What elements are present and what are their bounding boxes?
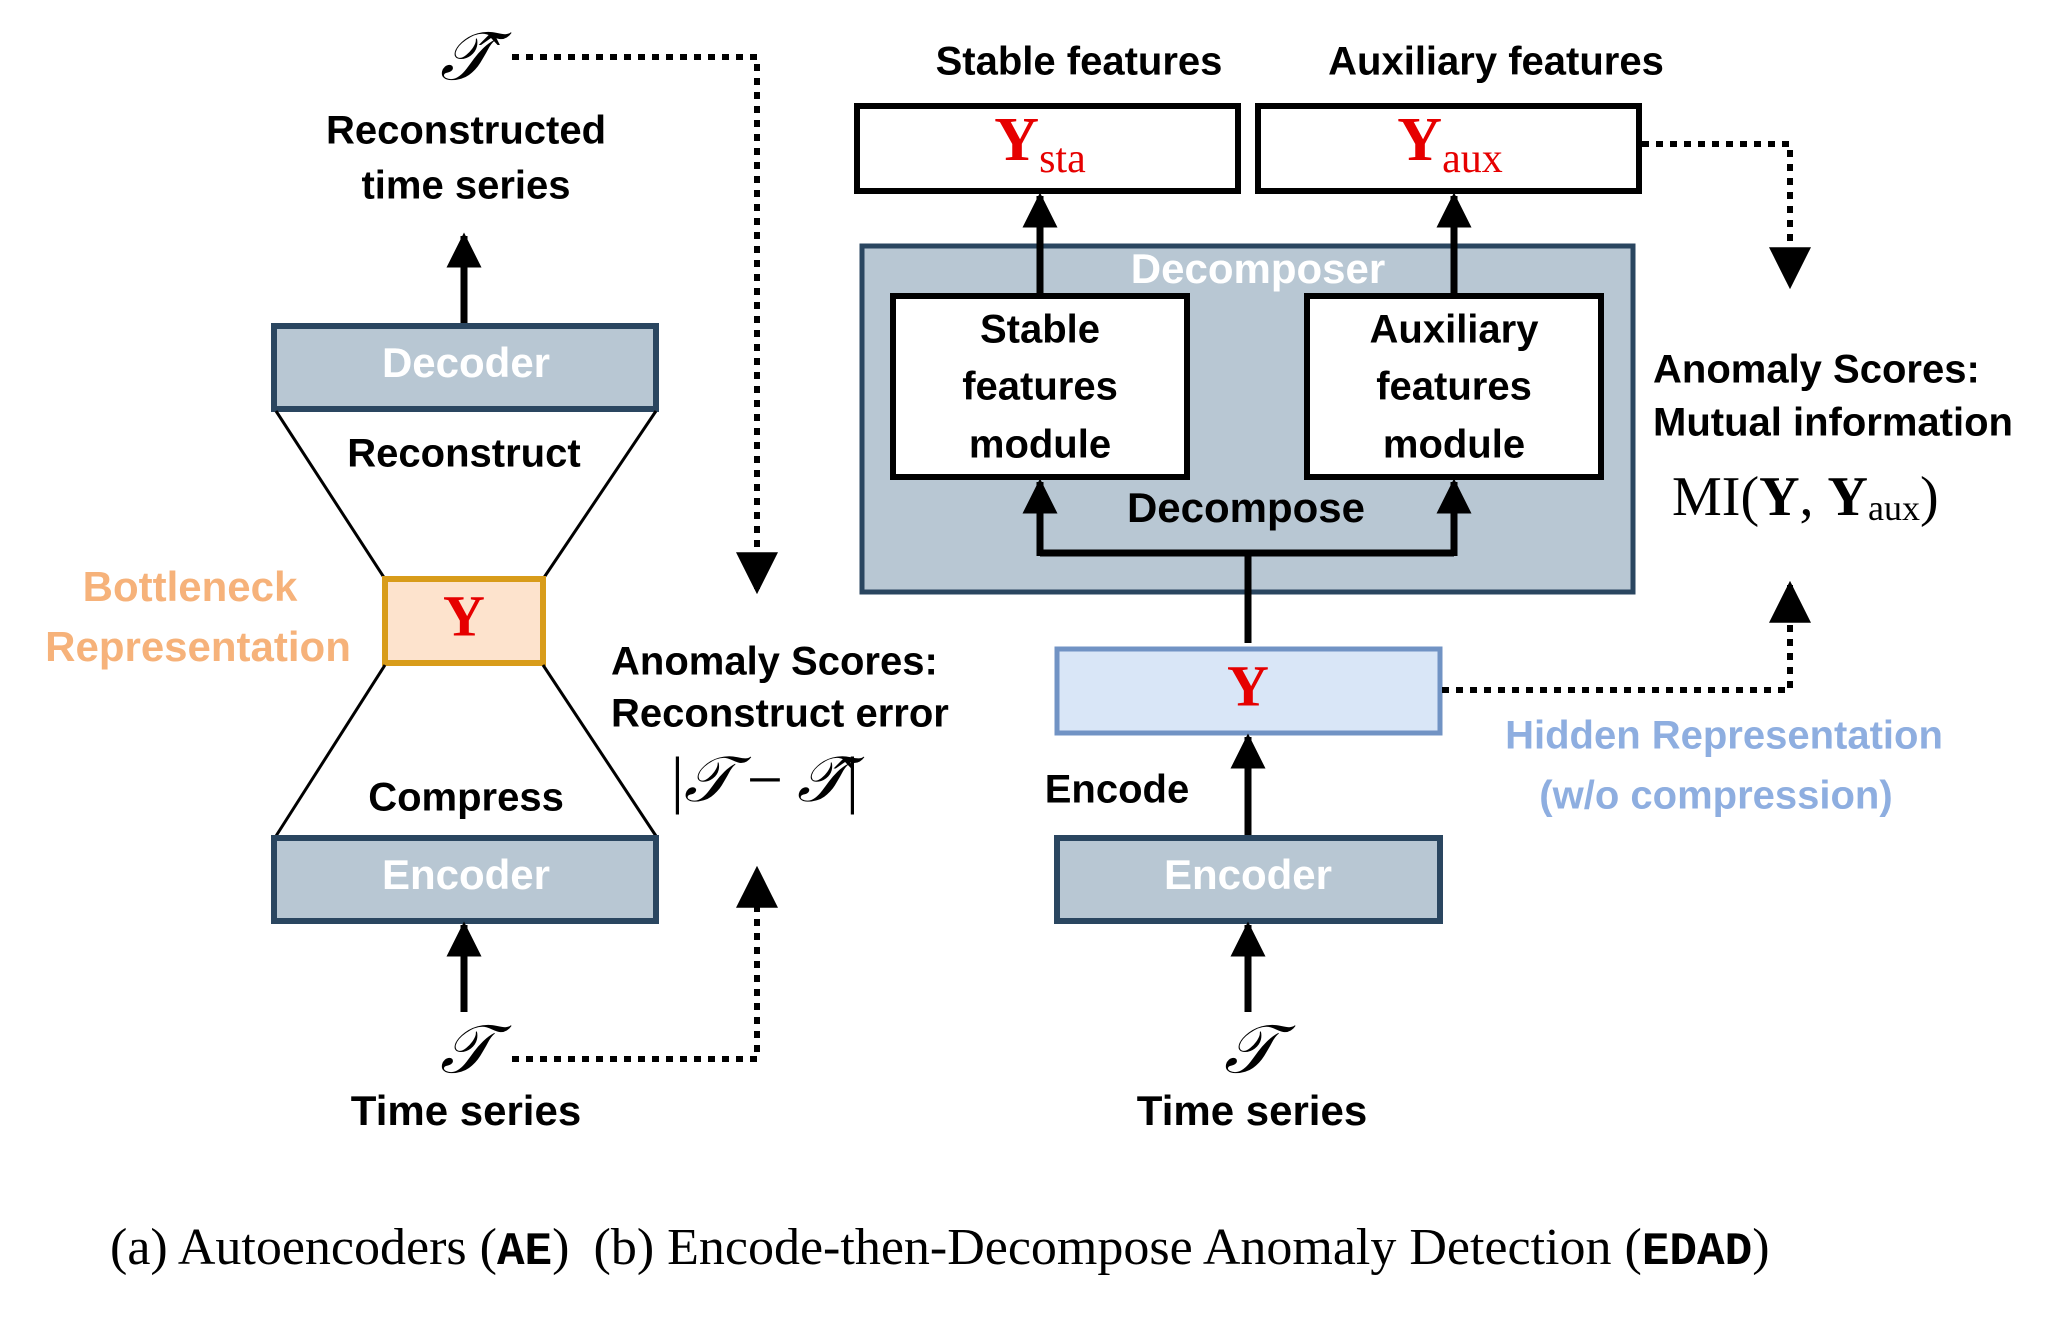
score-b-title-line2: Mutual information (1653, 401, 2013, 445)
decomposer-label: Decomposer (1131, 245, 1385, 292)
input-label-b: Time series (1137, 1087, 1367, 1134)
aux-module-line2: features (1376, 365, 1532, 409)
score-a-title-line2: Reconstruct error (611, 692, 949, 736)
stable-features-header: Stable features (936, 40, 1223, 84)
dotted-arrow-recon-to-score (512, 54, 778, 595)
hidden-label-line1: Hidden Representation (1505, 714, 1943, 758)
recon-label-line2: time series (361, 164, 570, 208)
bottleneck-label-line1: Bottleneck (83, 563, 298, 610)
trapezoid-upper-right (541, 410, 658, 580)
panel-b-edad: Stable features Auxiliary features Ysta … (854, 40, 2013, 1134)
formula-comma: , (1800, 466, 1828, 528)
trapezoid-lower-left (274, 664, 387, 837)
figure-caption: (a) Autoencoders (AE) (b) Encode-then-Dec… (110, 1219, 1770, 1278)
y-sta-main: Y (994, 106, 1039, 174)
aux-features-header: Auxiliary features (1328, 40, 1664, 84)
stable-module-line3: module (969, 423, 1111, 467)
y-sta-sub: sta (1039, 136, 1086, 182)
formula-bar-left: | (671, 744, 684, 815)
encoder-label-a: Encoder (382, 851, 550, 898)
formula-mi: MI( (1672, 466, 1759, 528)
formula-minus: − (747, 744, 783, 815)
y-sta-block (854, 103, 1241, 194)
decoder-label: Decoder (382, 339, 550, 386)
input-label-a: Time series (351, 1087, 581, 1134)
encode-label: Encode (1045, 768, 1189, 812)
hidden-symbol: Y (1227, 653, 1269, 718)
encoder-label-b: Encoder (1164, 851, 1332, 898)
hidden-representation-block (1054, 646, 1443, 736)
formula-yaux: Y (1828, 466, 1868, 528)
bottleneck-block (382, 576, 546, 666)
formula-close: ) (1920, 466, 1939, 528)
y-aux-block (1255, 103, 1642, 194)
dotted-arrow-yaux-to-score (1642, 141, 1811, 290)
bottleneck-symbol: Y (443, 583, 485, 648)
encoder-block-a (271, 835, 659, 924)
encoder-block-b (1054, 835, 1443, 924)
y-aux-main: Y (1397, 106, 1442, 174)
bottleneck-label-line2: Representation (45, 623, 351, 670)
decompose-branch-lines (1040, 549, 1454, 643)
score-a-formula: |𝒯−𝒯̂| (671, 744, 865, 815)
caption-a-prefix: (a) Autoencoders ( (110, 1219, 497, 1276)
score-b-formula: MI(Y, Yaux) (1672, 466, 1939, 528)
aux-module-line3: module (1383, 423, 1525, 467)
caption-b-suffix: ) (1752, 1219, 1769, 1276)
input-symbol-b: 𝒯 (1224, 1012, 1296, 1088)
input-symbol-a: 𝒯 (440, 1012, 512, 1088)
y-aux-sub: aux (1442, 136, 1503, 182)
caption-a-abbr: AE (497, 1226, 552, 1278)
stable-module-line1: Stable (980, 308, 1100, 352)
caption-b-prefix: (b) Encode-then-Decompose Anomaly Detect… (594, 1219, 1642, 1276)
trapezoid-upper-left (274, 410, 387, 580)
formula-aux-sub: aux (1868, 488, 1920, 528)
panel-a-autoencoder: 𝒯̂ Reconstructed time series Decoder Rec… (45, 19, 949, 1134)
formula-bar-right: | (846, 744, 859, 815)
compress-label: Compress (368, 776, 564, 820)
aux-features-module (1304, 293, 1604, 480)
score-a-title-line1: Anomaly Scores: (611, 640, 938, 684)
recon-label-line1: Reconstructed (326, 109, 606, 153)
reconstruct-label: Reconstruct (347, 432, 580, 476)
formula-t: 𝒯 (684, 744, 752, 815)
y-sta-symbol: Ysta (994, 106, 1086, 181)
caption-a-suffix: ) (552, 1219, 569, 1276)
hidden-label-line2: (w/o compression) (1539, 774, 1892, 818)
caption-b-abbr: EDAD (1642, 1226, 1752, 1278)
decompose-label: Decompose (1127, 484, 1365, 531)
decoder-block (271, 323, 659, 412)
formula-y: Y (1759, 466, 1799, 528)
dotted-arrow-hidden-to-score (1442, 580, 1811, 693)
trapezoid-lower-right (541, 664, 658, 837)
stable-module-line2: features (962, 365, 1118, 409)
score-b-title-line1: Anomaly Scores: (1653, 348, 1980, 392)
stable-features-module (890, 293, 1190, 480)
y-aux-symbol: Yaux (1397, 106, 1502, 181)
recon-symbol: 𝒯̂ (440, 19, 512, 95)
dotted-arrow-input-to-score (512, 865, 778, 1062)
aux-module-line1: Auxiliary (1370, 308, 1540, 352)
